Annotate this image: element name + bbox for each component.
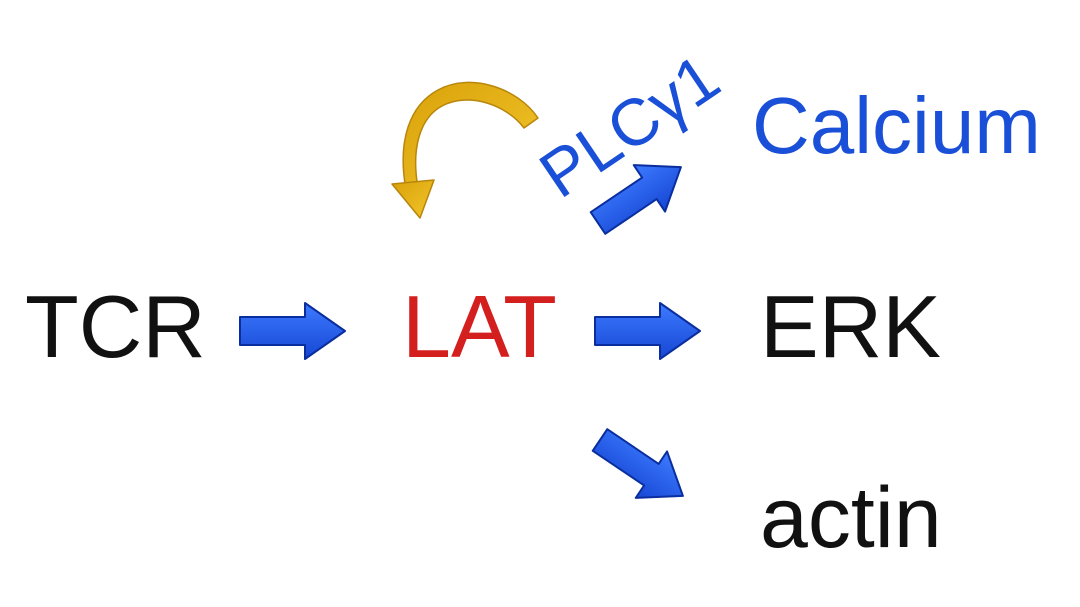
lat-to-actin-arrow <box>591 428 684 499</box>
lat-label: LAT <box>402 277 557 376</box>
tcr-label: TCR <box>25 277 206 376</box>
calcium-label: Calcium <box>752 81 1041 170</box>
plc-feedback-to-lat-arrow <box>391 81 539 219</box>
actin-label: actin <box>760 470 942 566</box>
tcr-to-lat-arrow <box>239 302 346 360</box>
lat-to-calcium-arrow <box>589 164 682 235</box>
lat-to-erk-arrow <box>594 302 701 360</box>
erk-label: ERK <box>760 277 941 376</box>
